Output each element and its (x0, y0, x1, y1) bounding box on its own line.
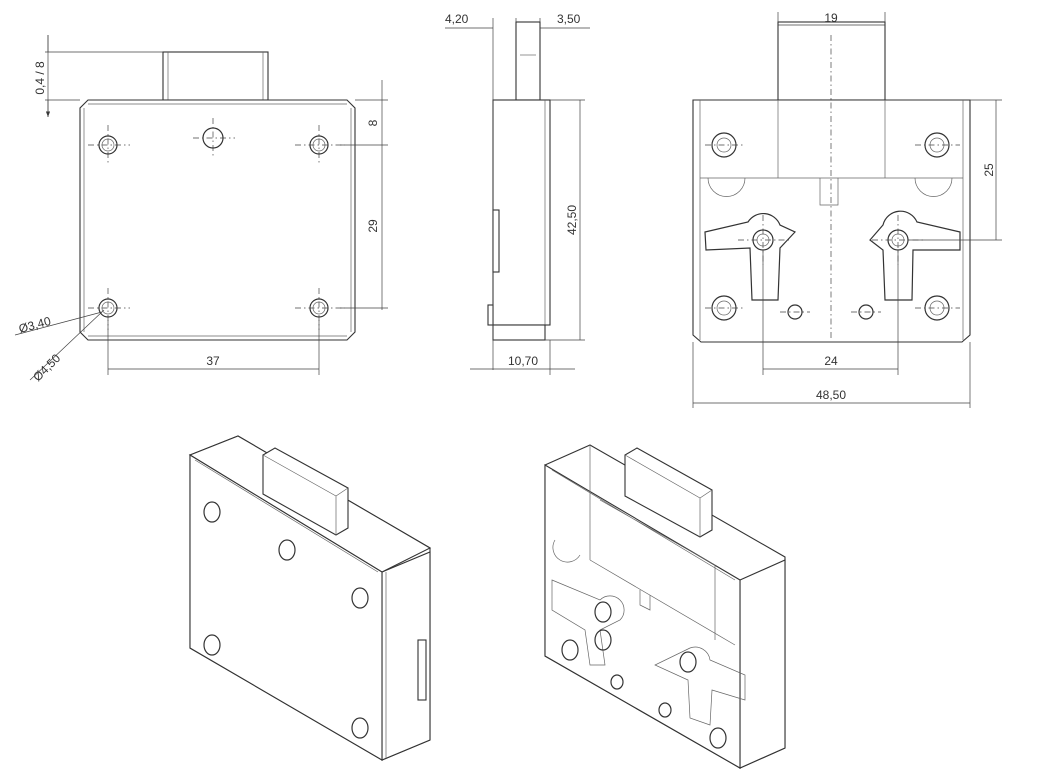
isometric-front (188, 435, 432, 761)
dim-height: 42,50 (565, 205, 579, 235)
dim-hole-spacing-horizontal: 37 (206, 354, 220, 368)
dim-hole-small-diameter: Ø3,40 (17, 314, 53, 336)
dim-keyhole-spacing: 24 (824, 354, 838, 368)
bolt-side (515, 21, 541, 101)
dim-hole-large-diameter: Ø4,50 (30, 351, 63, 384)
dim-left-offset: 4,20 (445, 12, 469, 26)
mounting-holes (88, 118, 345, 330)
bolt-back (777, 21, 886, 101)
dim-bolt-width: 19 (824, 11, 838, 25)
dim-overall-width: 48,50 (816, 388, 846, 402)
front-view: 0,4 / 8 8 29 37 Ø3,40 Ø4,50 (14, 35, 388, 384)
bolt (162, 51, 269, 101)
side-view: 4,20 3,50 42,50 10,70 (445, 12, 590, 375)
dim-top-to-hole: 8 (366, 119, 380, 126)
back-view: 19 25 24 48,50 (692, 11, 1002, 408)
dim-bolt-thickness: 3,50 (557, 12, 581, 26)
dim-bolt-offset: 0,4 / 8 (33, 61, 47, 95)
dim-top-to-keyhole: 25 (982, 163, 996, 177)
dim-hole-spacing-vertical: 29 (366, 219, 380, 233)
isometric-back (544, 444, 786, 769)
lock-plate (79, 99, 356, 341)
dim-depth: 10,70 (508, 354, 538, 368)
